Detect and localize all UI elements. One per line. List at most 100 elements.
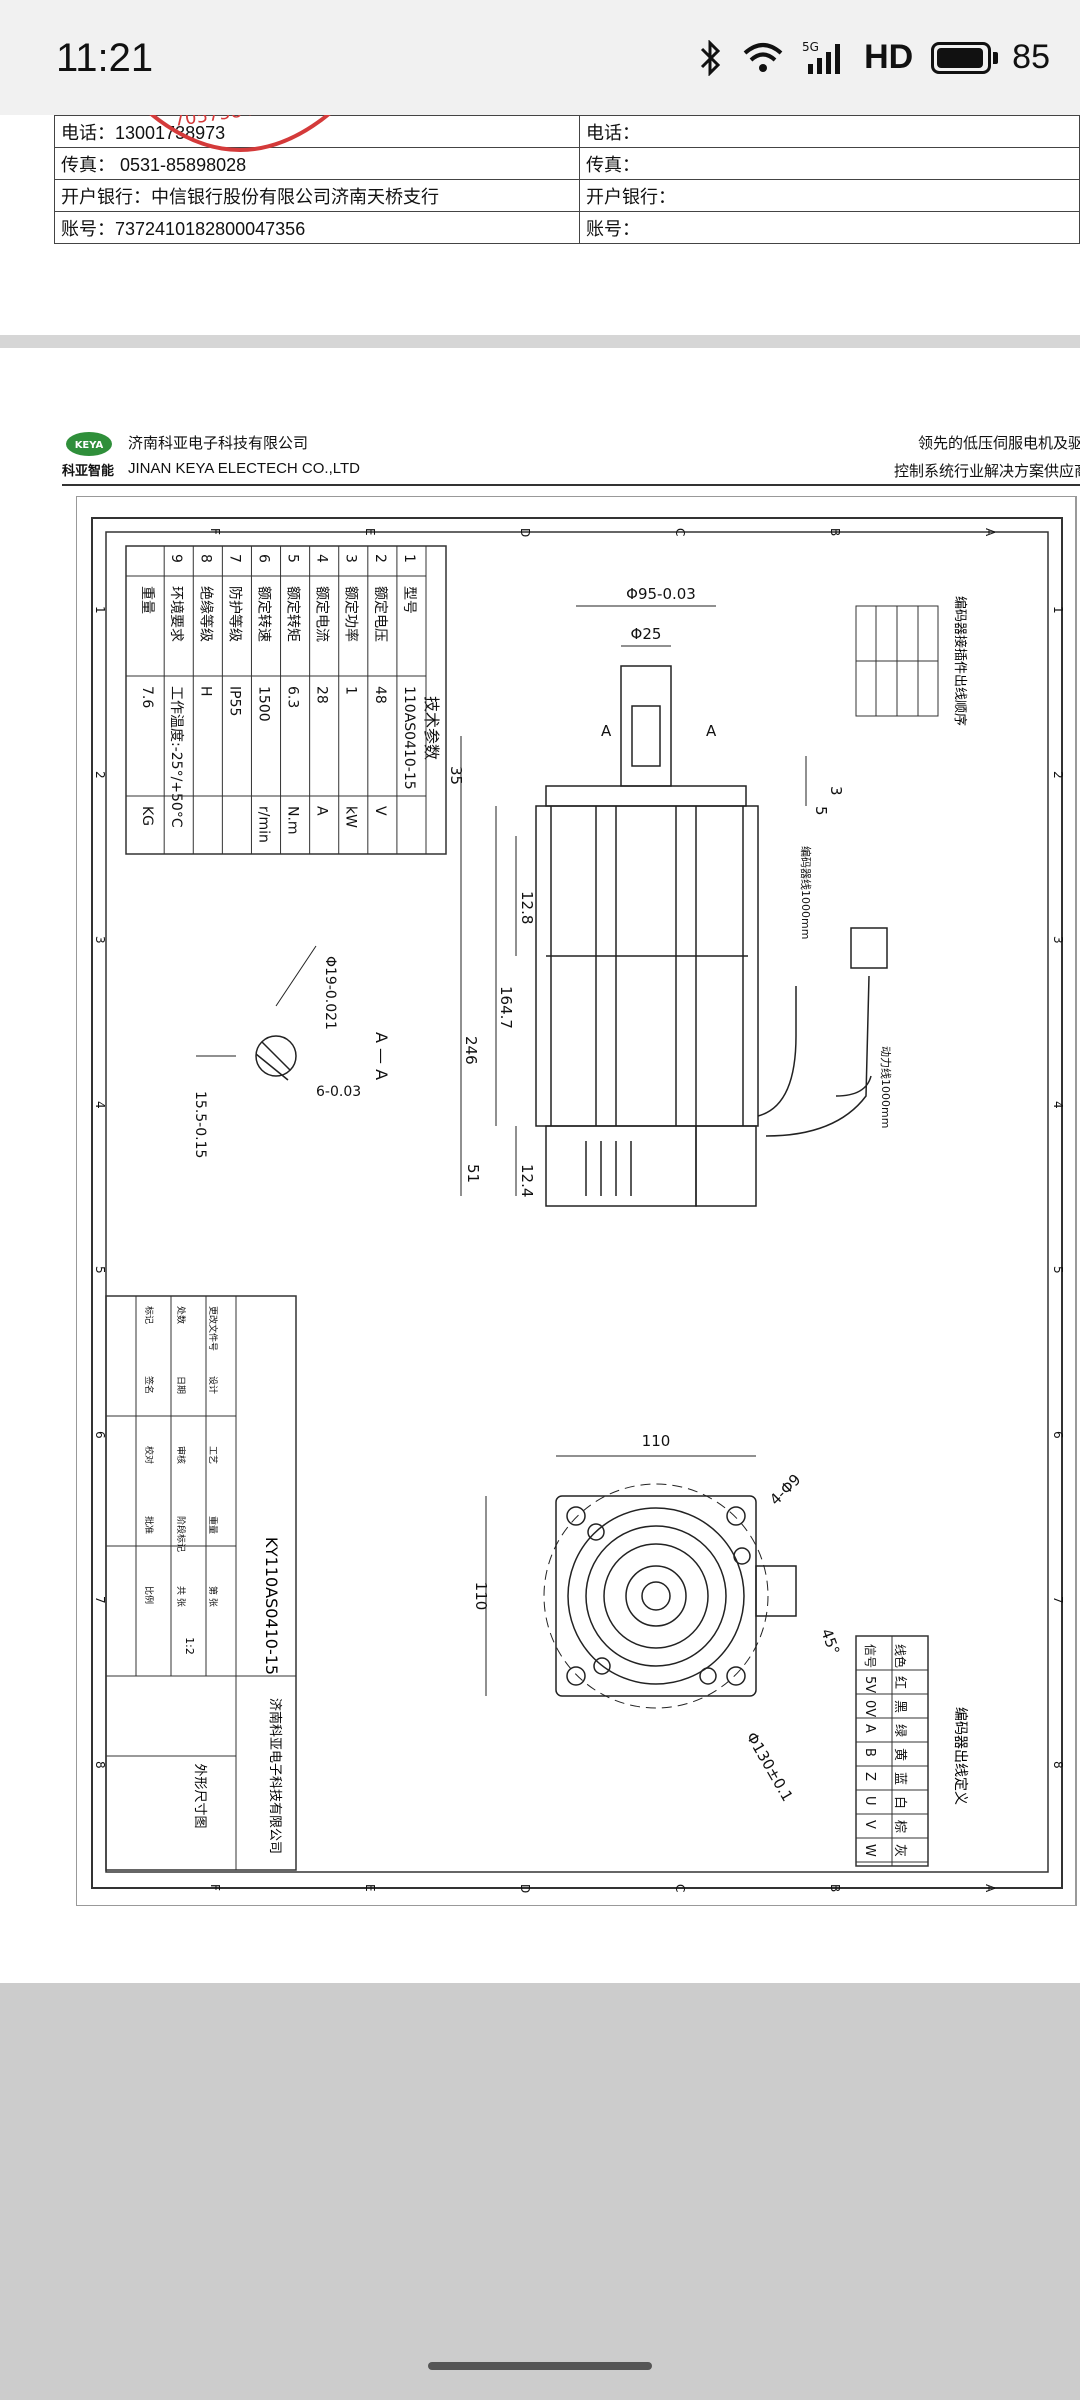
logo-subtitle: 科亚智能: [62, 463, 115, 478]
encoder-row-label: 线色: [893, 1644, 907, 1668]
drawing-model: KY110AS0410-15: [262, 1537, 281, 1675]
tech-param-name: 防护等级: [226, 586, 243, 642]
page-divider: [0, 335, 1080, 348]
tech-param-no: 8: [197, 554, 213, 563]
battery-indicator: 85: [931, 38, 1050, 77]
encoder-cell: 5V: [862, 1676, 877, 1693]
header-rule: [62, 484, 1080, 486]
status-time: 11:21: [56, 36, 154, 80]
company-name-en: JINAN KEYA ELECTECH CO.,LTD: [128, 460, 360, 477]
slogan-line2: 控制系统行业解决方案供应商: [894, 463, 1080, 480]
keya-logo: KEYA: [66, 432, 112, 456]
tech-param-value: IP55: [226, 686, 242, 716]
wifi-icon: [743, 42, 783, 72]
tech-param-value: H: [197, 686, 213, 697]
motor-side-view: [460, 605, 888, 1207]
svg-text:51: 51: [464, 1164, 482, 1183]
svg-text:35: 35: [447, 766, 465, 785]
title-block-label: 比例: [143, 1586, 155, 1604]
grid-number: 8: [1051, 1761, 1065, 1769]
svg-text:15.5-0.15: 15.5-0.15: [192, 1091, 208, 1158]
contact-cell-right: 开户银行：: [579, 179, 1080, 212]
drawing-company: 济南科亚电子科技有限公司: [267, 1698, 283, 1854]
svg-text:110: 110: [642, 1432, 671, 1450]
tech-param-name: 额定转速: [255, 586, 271, 642]
tech-param-value: 110AS0410-15: [401, 686, 417, 790]
contact-cell-right: 电话：: [579, 115, 1080, 148]
tech-param-name: 额定电流: [314, 586, 330, 642]
grid-number: 3: [93, 936, 107, 944]
encoder-cell: A: [862, 1724, 877, 1733]
tech-param-value: 工作温度:-25°/+50°C: [168, 686, 184, 828]
drawing-scale: 1:2: [183, 1637, 196, 1655]
slogan-line1: 领先的低压伺服电机及驱: [918, 435, 1080, 452]
tech-param-no: 4: [314, 554, 330, 563]
grid-number: 3: [1051, 936, 1065, 944]
encoder-cell: 红: [892, 1676, 908, 1689]
encoder-row-label: 信号: [863, 1644, 877, 1668]
tech-param-value: 28: [314, 686, 330, 704]
section-view: [196, 945, 317, 1081]
title-block-label: 日期: [175, 1376, 186, 1394]
tech-table-title: 技术参数: [422, 696, 441, 760]
tech-param-no: 5: [285, 554, 301, 563]
tech-param-name: 额定转矩: [285, 586, 301, 642]
bluetooth-icon: [701, 39, 721, 76]
title-block-label: 更改文件号: [207, 1306, 219, 1351]
tech-param-name: 额定功率: [343, 586, 360, 642]
svg-text:动力线1000mm: 动力线1000mm: [879, 1046, 893, 1128]
tech-param-no: 7: [226, 554, 242, 563]
grid-letter: C: [673, 1884, 687, 1892]
encoder-cell: 0V: [862, 1700, 877, 1717]
tech-param-name: 绝缘等级: [197, 586, 214, 642]
grid-number: 6: [1051, 1431, 1065, 1439]
signal-icon: 5G: [802, 40, 841, 74]
company-name-cn: 济南科亚电子科技有限公司: [128, 435, 309, 452]
tech-param-no: 9: [168, 554, 184, 563]
drawing-page: KEYA 科亚智能 济南科亚电子科技有限公司 JINAN KEYA ELECTE…: [0, 348, 1080, 1983]
grid-number: 1: [93, 606, 107, 614]
tech-param-name: 重量: [139, 586, 155, 614]
contact-cell-right: 传真：: [579, 147, 1080, 180]
tech-param-name: 环境要求: [168, 586, 184, 642]
grid-letter: D: [518, 528, 532, 537]
encoder-cell: 蓝: [892, 1772, 907, 1785]
tech-param-no: 1: [401, 554, 417, 563]
grid-number: 5: [93, 1266, 107, 1274]
empty-viewer-area: [0, 1983, 1080, 2400]
gesture-nav-handle[interactable]: [428, 2362, 652, 2370]
grid-number: 1: [1051, 606, 1065, 614]
svg-text:A — A: A — A: [372, 1032, 391, 1080]
tech-param-value: 48: [372, 686, 388, 704]
grid-number: 5: [1051, 1266, 1065, 1274]
battery-icon: [931, 41, 992, 74]
grid-letter: F: [208, 1884, 222, 1891]
grid-number: 7: [93, 1596, 107, 1604]
tech-param-value: 1500: [255, 686, 271, 722]
section-labels: A — A Φ19-0.021 6-0.03 15.5-0.15: [192, 956, 391, 1158]
svg-text:12.4: 12.4: [518, 1164, 536, 1197]
svg-text:Φ25: Φ25: [631, 625, 662, 643]
svg-text:110: 110: [472, 1582, 490, 1611]
tech-param-unit: A: [314, 806, 330, 816]
encoder-cell: 白: [892, 1796, 908, 1809]
tech-param-unit: KG: [139, 806, 155, 826]
tech-param-value: 7.6: [139, 686, 155, 708]
contact-cell-left: 开户银行：中信银行股份有限公司济南天桥支行: [54, 179, 580, 212]
encoder-cell: 灰: [892, 1844, 907, 1857]
tech-param-unit: V: [372, 806, 388, 816]
motor-front-view: [485, 1455, 797, 1709]
title-block-label: 标记: [143, 1306, 155, 1324]
encoder-cell: 绿: [892, 1724, 907, 1737]
tech-param-name: 型号: [401, 586, 417, 614]
grid-letter: A: [983, 528, 997, 537]
title-block-label: 处数: [175, 1306, 187, 1324]
hd-label: HD: [864, 38, 914, 76]
tech-param-value: 6.3: [285, 686, 301, 708]
tech-params-table: 技术参数1型号110AS0410-152额定电压48V3额定功率1kW4额定电流…: [126, 546, 441, 854]
svg-text:Φ19-0.021: Φ19-0.021: [322, 956, 338, 1030]
encoder-cell: W: [862, 1844, 877, 1857]
